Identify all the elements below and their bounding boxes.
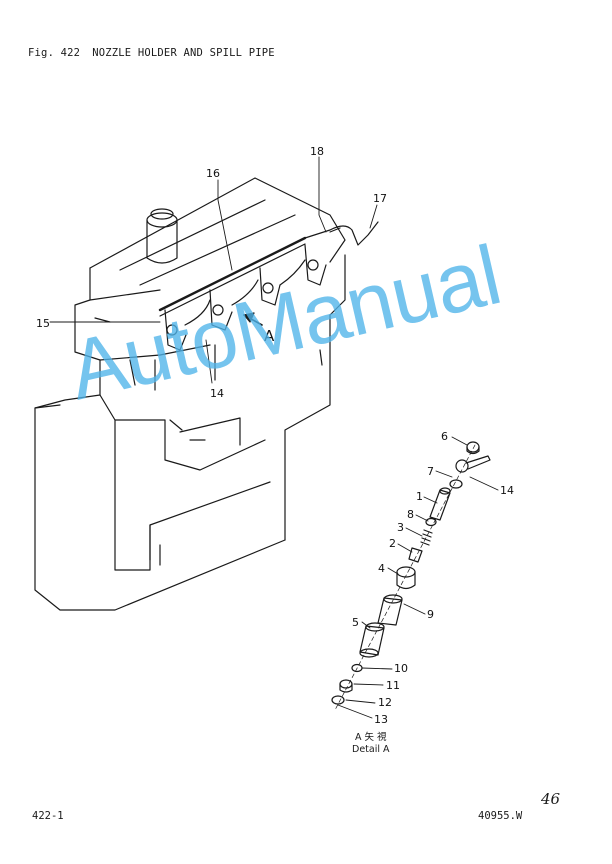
callout-11: 11 bbox=[386, 679, 400, 692]
detail-a-caption: A 矢 視 Detail A bbox=[352, 732, 390, 756]
callout-15: 15 bbox=[36, 317, 50, 330]
callout-7: 7 bbox=[427, 465, 434, 478]
callout-4: 4 bbox=[378, 562, 385, 575]
figure-number: Fig. 422 bbox=[28, 47, 81, 59]
detail-a-japanese: A 矢 視 bbox=[354, 732, 387, 743]
callout-14-detail: 14 bbox=[500, 484, 514, 497]
engine-block-drawing bbox=[34, 177, 346, 611]
figure-caption: NOZZLE HOLDER AND SPILL PIPE bbox=[92, 47, 275, 59]
view-arrow bbox=[243, 312, 263, 326]
detail-a-english: Detail A bbox=[352, 744, 390, 755]
document-code: 40955.W bbox=[478, 810, 523, 822]
callout-13: 13 bbox=[374, 713, 388, 726]
figure-title: Fig. 422 NOZZLE HOLDER AND SPILL PIPE bbox=[28, 47, 275, 59]
view-marker-label: A bbox=[264, 327, 275, 345]
callout-14-engine: 14 bbox=[210, 387, 224, 400]
callout-6: 6 bbox=[441, 430, 448, 443]
leader-lines bbox=[49, 156, 499, 719]
callout-5: 5 bbox=[352, 616, 359, 629]
detail-a-parts bbox=[331, 441, 491, 711]
callout-12: 12 bbox=[378, 696, 392, 709]
spill-pipe-drawing bbox=[158, 221, 379, 351]
callout-10: 10 bbox=[394, 662, 408, 675]
callout-8: 8 bbox=[407, 508, 414, 521]
handwritten-page-number: 46 bbox=[541, 790, 561, 808]
callout-18: 18 bbox=[310, 145, 324, 158]
callout-labels: 16 18 17 15 14 A 6 7 14 1 8 3 2 4 9 5 10… bbox=[36, 145, 514, 726]
callout-2: 2 bbox=[389, 537, 396, 550]
page-reference: 422-1 bbox=[32, 810, 64, 822]
callout-3: 3 bbox=[397, 521, 404, 534]
callout-1: 1 bbox=[416, 490, 423, 503]
callout-17: 17 bbox=[373, 192, 387, 205]
callout-16: 16 bbox=[206, 167, 220, 180]
callout-9: 9 bbox=[427, 608, 434, 621]
